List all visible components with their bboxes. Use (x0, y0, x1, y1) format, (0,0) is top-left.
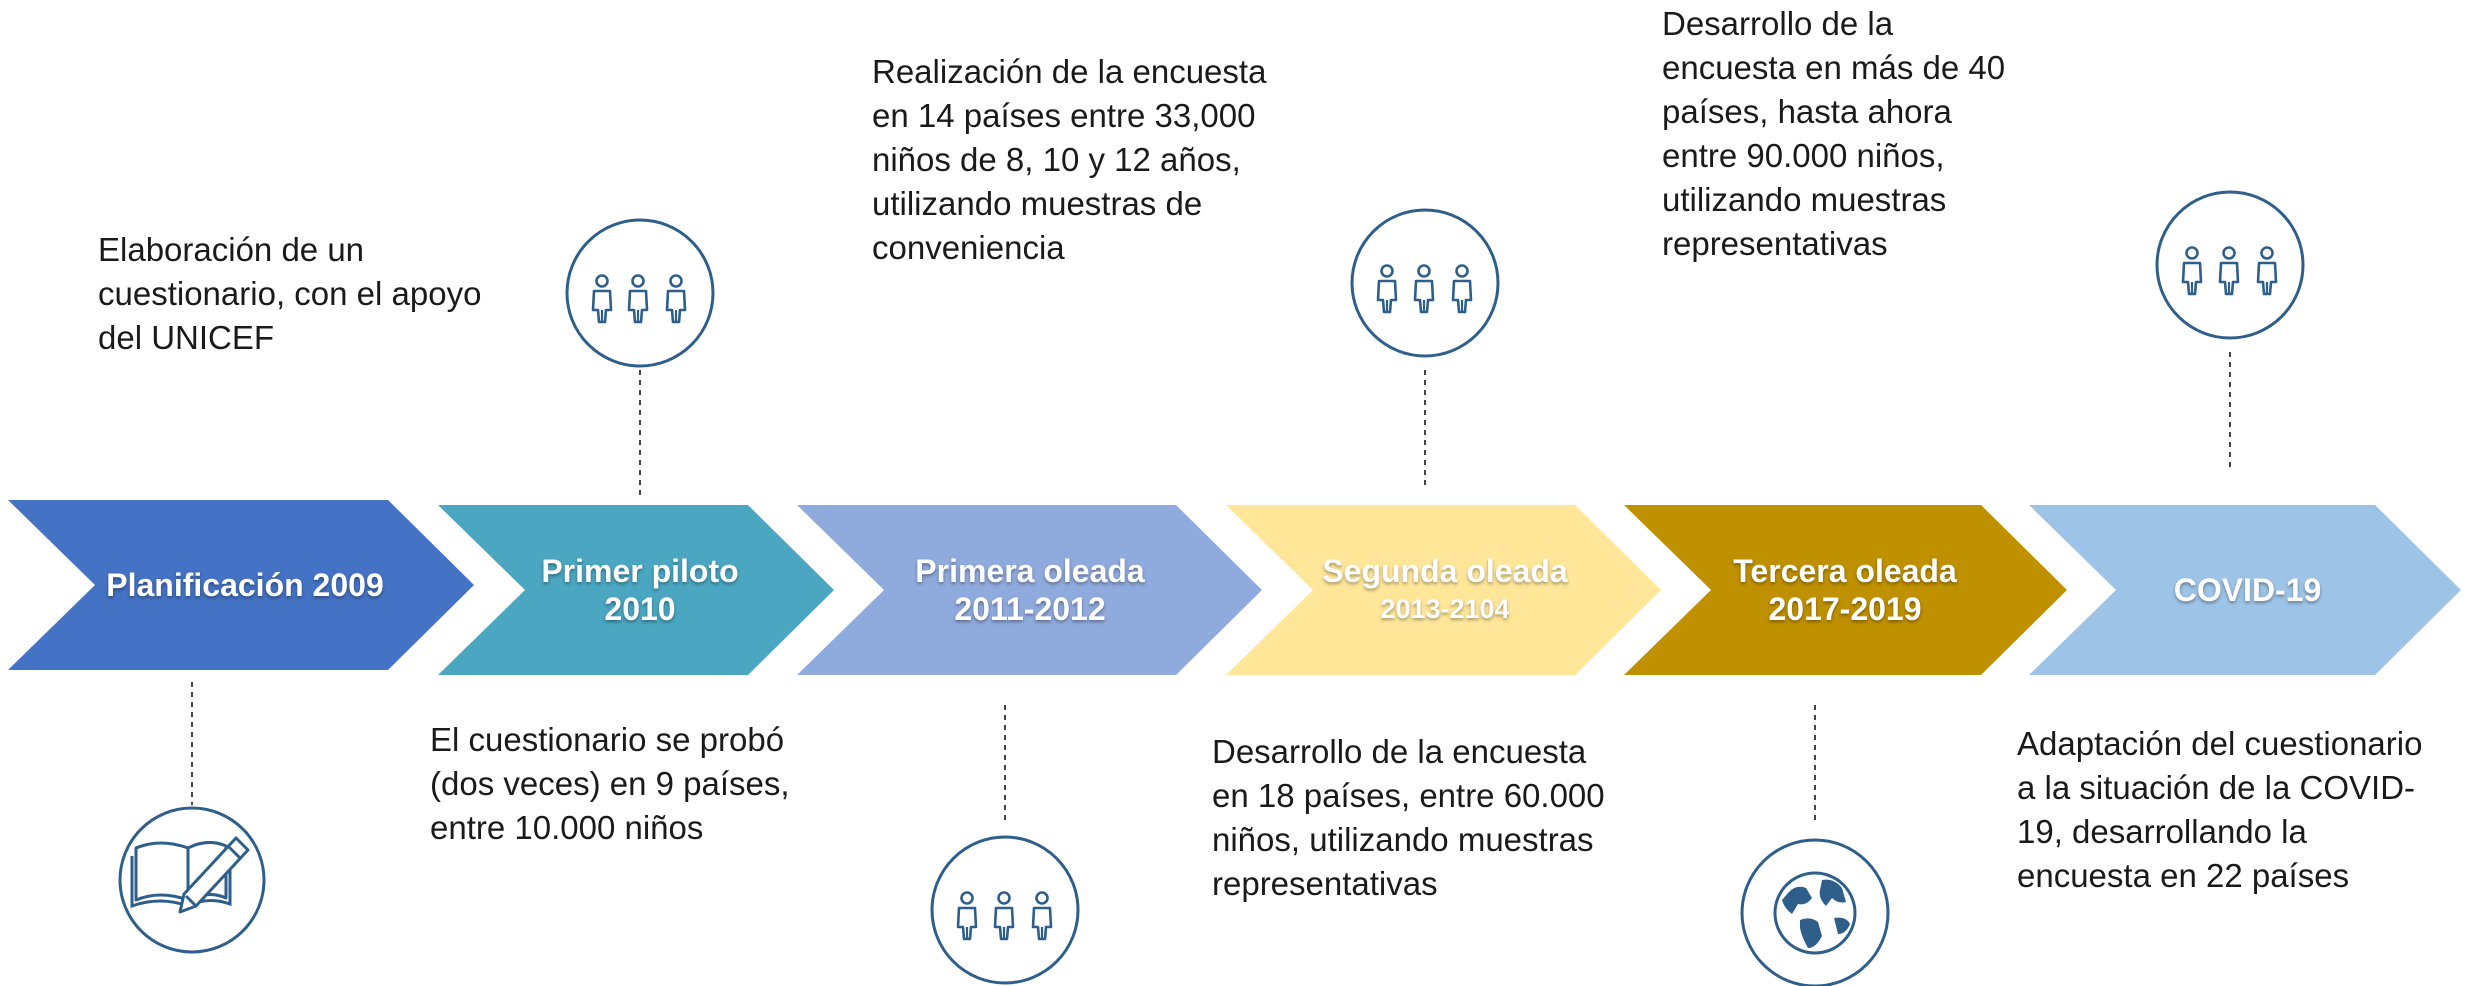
stage-year: 2017-2019 (1768, 591, 1922, 627)
description-planificacion: Elaboración de un cuestionario, con el a… (98, 231, 482, 356)
description-tercera-oleada: Desarrollo de la encuesta en más de 40 p… (1662, 5, 2006, 262)
book-pencil-icon (118, 806, 266, 954)
description-primera-oleada: Realización de la encuesta en 14 países … (872, 53, 1267, 266)
stage-label-tercera-oleada: Tercera oleada 2017-2019 (1690, 505, 2000, 675)
stage-chevron-covid (2029, 505, 2461, 675)
stage-title: Planificación 2009 (106, 567, 384, 603)
stage-year: 2013-2104 (1380, 594, 1510, 624)
children-group-icon (930, 835, 1080, 985)
stage-title: Primer piloto (541, 553, 739, 589)
stage-year: 2011-2012 (954, 591, 1106, 627)
stage-title: COVID-19 (2173, 572, 2322, 608)
children-group-icon (1350, 208, 1500, 358)
stage-label-covid: COVID-19 (2095, 505, 2400, 675)
stage-label-primera-oleada: Primera oleada 2011-2012 (865, 505, 1195, 675)
description-segunda-oleada: Desarrollo de la encuesta en 18 países, … (1212, 733, 1605, 902)
stage-label-planificacion: Planificación 2009 (95, 500, 395, 670)
stage-title: Primera oleada (915, 553, 1145, 589)
globe-icon (1740, 838, 1890, 986)
children-group-icon (565, 218, 715, 368)
children-group-icon (2155, 190, 2305, 340)
stage-chevron-planificacion (8, 500, 474, 670)
stage-chevron-primer-piloto (438, 505, 834, 675)
description-covid: Adaptación del cuestionario a la situaci… (2017, 725, 2423, 894)
stage-chevron-tercera-oleada (1624, 505, 2067, 675)
stage-chevron-segunda-oleada (1226, 505, 1661, 675)
stage-title: Tercera oleada (1733, 553, 1957, 589)
stage-year: 2010 (604, 591, 676, 627)
stage-chevron-primera-oleada (797, 505, 1262, 675)
description-primer-piloto: El cuestionario se probó (dos veces) en … (430, 721, 790, 846)
stage-label-primer-piloto: Primer piloto 2010 (505, 505, 775, 675)
stage-label-segunda-oleada: Segunda oleada 2013-2104 (1290, 505, 1600, 675)
stage-title: Segunda oleada (1322, 553, 1568, 589)
